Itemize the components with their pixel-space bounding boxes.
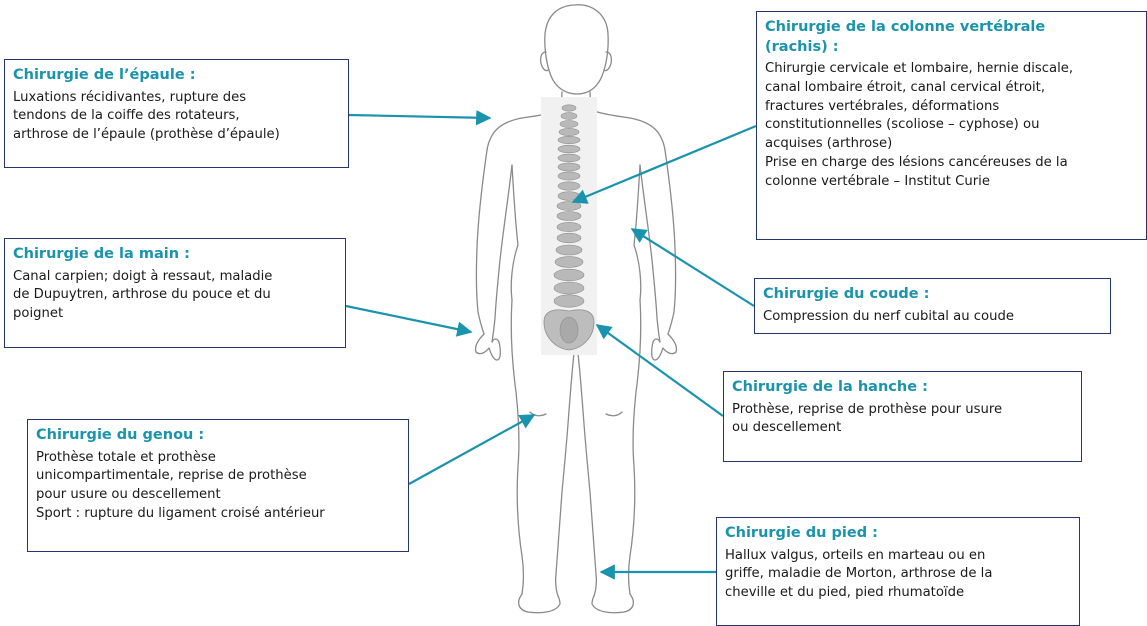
callout-hanche-line-2: ou descellement — [732, 419, 1073, 438]
left-foot-outline — [519, 594, 560, 613]
callout-hanche-line-1: Prothèse, reprise de prothèse pour usure — [732, 401, 1073, 420]
callout-main: Chirurgie de la main : Canal carpien; do… — [4, 238, 346, 348]
callout-pied-line-2: griffe, maladie de Morton, arthrose de l… — [725, 565, 1071, 584]
spine-illustration — [541, 97, 597, 355]
callout-colonne-title-1: Chirurgie de la colonne vertébrale — [765, 18, 1138, 38]
callout-main-line-3: poignet — [13, 305, 337, 324]
callout-coude-line-1: Compression du nerf cubital au coude — [763, 308, 1102, 327]
head-outline — [545, 5, 608, 94]
left-arm-outline — [476, 150, 512, 342]
knee-right-mark — [606, 412, 622, 416]
callout-epaule-line-2: tendons de la coiffe des rotateurs, — [13, 107, 340, 126]
callout-genou: Chirurgie du genou : Prothèse totale et … — [27, 419, 409, 552]
callout-pied-line-1: Hallux valgus, orteils en marteau ou en — [725, 547, 1071, 566]
left-hand-outline — [475, 334, 500, 360]
arrow-epaule — [349, 115, 490, 118]
right-hand-outline — [652, 334, 677, 360]
callout-pied-line-3: cheville et du pied, pied rhumatoïde — [725, 584, 1071, 603]
right-foot-outline — [592, 594, 633, 613]
callout-epaule-title: Chirurgie de l’épaule : — [13, 66, 340, 86]
callout-genou-line-1: Prothèse totale et prothèse — [36, 449, 400, 468]
callout-colonne-line-5: acquises (arthrose) — [765, 135, 1138, 154]
callout-colonne-title-2: (rachis) : — [765, 38, 1138, 58]
callout-colonne-line-2: canal lombaire étroit, canal cervical ét… — [765, 79, 1138, 98]
callout-epaule: Chirurgie de l’épaule : Luxations récidi… — [4, 59, 349, 168]
callout-main-line-2: de Dupuytren, arthrose du pouce et du — [13, 286, 337, 305]
callout-coude: Chirurgie du coude : Compression du nerf… — [754, 278, 1111, 334]
callout-main-title: Chirurgie de la main : — [13, 245, 337, 265]
arrow-genou — [409, 415, 534, 484]
callout-colonne-line-4: constitutionnelles (scoliose – cyphose) … — [765, 116, 1138, 135]
callout-coude-title: Chirurgie du coude : — [763, 285, 1102, 305]
callout-colonne-line-3: fractures vertébrales, déformations — [765, 98, 1138, 117]
callout-epaule-line-1: Luxations récidivantes, rupture des — [13, 89, 340, 108]
callout-pied: Chirurgie du pied : Hallux valgus, ortei… — [716, 517, 1080, 626]
callout-genou-title: Chirurgie du genou : — [36, 426, 400, 446]
callout-colonne-line-7: colonne vertébrale – Institut Curie — [765, 173, 1138, 192]
arrow-main — [346, 306, 471, 332]
callout-genou-line-2: unicompartimentale, reprise de prothèse — [36, 467, 400, 486]
callout-genou-line-3: pour usure ou descellement — [36, 486, 400, 505]
callout-epaule-line-3: arthrose de l’épaule (prothèse d’épaule) — [13, 126, 340, 145]
callout-main-line-1: Canal carpien; doigt à ressaut, maladie — [13, 268, 337, 287]
arrow-colonne — [573, 126, 756, 202]
sacrum-shape — [560, 317, 578, 343]
callout-colonne: Chirurgie de la colonne vertébrale (rach… — [756, 11, 1147, 240]
callout-hanche-title: Chirurgie de la hanche : — [732, 378, 1073, 398]
callout-hanche: Chirurgie de la hanche : Prothèse, repri… — [723, 371, 1082, 462]
callout-colonne-line-6: Prise en charge des lésions cancéreuses … — [765, 154, 1138, 173]
callout-pied-title: Chirurgie du pied : — [725, 524, 1071, 544]
callout-colonne-line-1: Chirurgie cervicale et lombaire, hernie … — [765, 60, 1138, 79]
callout-genou-line-4: Sport : rupture du ligament croisé antér… — [36, 505, 400, 524]
arrow-coude — [632, 229, 754, 306]
